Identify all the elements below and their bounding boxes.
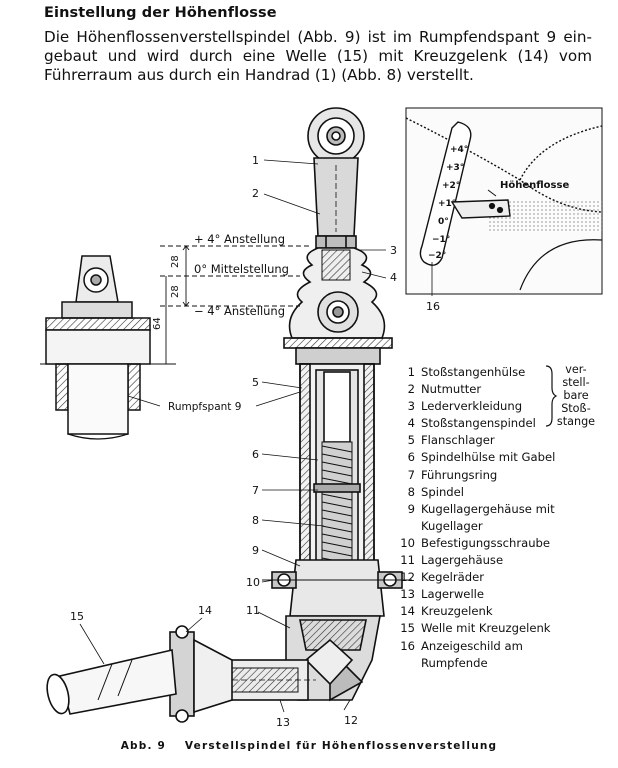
scale-mark: +2° xyxy=(442,181,460,191)
dimension-28-lower: 28 xyxy=(170,285,181,298)
section-heading: Einstellung der Höhenflosse xyxy=(44,5,277,21)
callout-3: 3 xyxy=(390,244,397,257)
figure-title: Verstellspindel für Höhenflossenverstell… xyxy=(184,740,498,752)
callout-12: 12 xyxy=(344,714,358,727)
legend-group-label: ver- stell- bare Stoß- stange xyxy=(556,363,596,428)
callout-16: 16 xyxy=(426,300,440,313)
callout-15: 15 xyxy=(70,610,84,623)
spindle-assembly xyxy=(46,107,412,723)
callout-9: 9 xyxy=(252,544,259,557)
legend-item-continuation: Kugellager xyxy=(421,518,483,533)
label-zero: 0° Mittelstellung xyxy=(194,262,289,276)
scale-mark: 0° xyxy=(438,217,449,227)
intro-paragraph: Die Höhenflossenverstellspindel (Abb. 9)… xyxy=(44,28,592,85)
callout-5: 5 xyxy=(252,376,259,389)
figure-caption: Abb. 9 Verstellspindel für Höhenflossenv… xyxy=(0,740,618,752)
legend-brace xyxy=(545,365,558,427)
callout-7: 7 xyxy=(252,484,259,497)
intro-line: Führerraum aus durch ein Handrad (1) (Ab… xyxy=(44,66,474,84)
dimension-28-upper: 28 xyxy=(170,255,181,268)
callout-13: 13 xyxy=(276,716,290,729)
callout-11: 11 xyxy=(246,604,260,617)
indicator-label: Höhenflosse xyxy=(500,180,569,191)
scale-mark: +4° xyxy=(450,145,468,155)
callout-10: 10 xyxy=(246,576,260,589)
angle-labels: + 4° Anstellung 0° Mittelstellung − 4° A… xyxy=(152,232,289,413)
indicator-plate xyxy=(405,107,603,295)
intro-line: Die Höhenflossenverstellspindel (Abb. 9)… xyxy=(44,28,592,46)
frame-label: Rumpfspant 9 xyxy=(168,401,241,413)
figure-number: Abb. 9 xyxy=(120,740,167,752)
callout-leaders xyxy=(79,159,433,713)
dimension-64: 64 xyxy=(152,317,163,330)
callout-4: 4 xyxy=(390,271,397,284)
callout-2: 2 xyxy=(252,187,259,200)
position-detail xyxy=(40,255,176,440)
dimension-lines xyxy=(160,245,310,364)
callout-numbers: 1 2 3 4 5 6 7 8 9 10 11 12 13 14 15 16 xyxy=(70,154,440,729)
indicator-scale: +4° +3° +2° +1° 0° −1° −2° Höhenflosse xyxy=(428,145,569,261)
scale-mark: −1° xyxy=(432,235,450,245)
label-plus4: + 4° Anstellung xyxy=(194,232,285,246)
scale-mark: −2° xyxy=(428,251,446,261)
callout-6: 6 xyxy=(252,448,259,461)
callout-14: 14 xyxy=(198,604,212,617)
legend-item-continuation: Rumpfende xyxy=(421,655,488,670)
scale-mark: +3° xyxy=(446,163,464,173)
callout-8: 8 xyxy=(252,514,259,527)
callout-1: 1 xyxy=(252,154,259,167)
intro-line: gebaut und wird durch eine Welle (15) mi… xyxy=(44,47,592,65)
scale-mark: +1° xyxy=(438,199,456,209)
label-minus4: − 4° Anstellung xyxy=(194,304,285,318)
